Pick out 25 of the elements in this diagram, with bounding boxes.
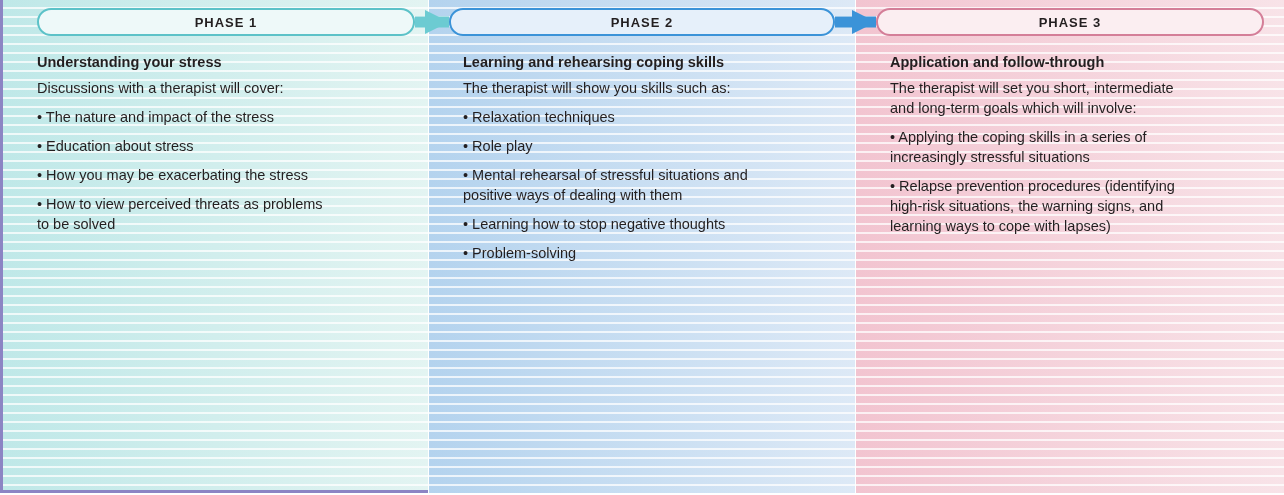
phase-label-pill: PHASE 2: [449, 8, 835, 36]
intro-text: The therapist will set you short, intermediate and long-term goals which will involve:: [890, 79, 1175, 118]
bullet-item: • Relapse prevention procedures (identifying high-risk situations, the warning signs, and learning ways to cope with lapses): [890, 177, 1176, 236]
bullet-item: • Role play: [463, 137, 534, 156]
section-heading: Application and follow-through: [890, 53, 1106, 72]
bullet-item: • Learning how to stop negative thoughts: [463, 215, 727, 234]
bullet-item: • Mental rehearsal of stressful situations and positive ways of dealing with them: [463, 166, 749, 205]
phase-label-pill: PHASE 3: [876, 8, 1264, 36]
arrow: [415, 9, 449, 35]
intro-text: The therapist will show you skills such as:: [463, 79, 732, 98]
bullet-item: • Relaxation techniques: [463, 108, 616, 127]
phase-panel: [0, 0, 428, 493]
section-heading: Understanding your stress: [37, 53, 223, 72]
phase-panel: [856, 0, 1284, 493]
bullet-item: • Problem-solving: [463, 244, 578, 263]
bullet-item: • The nature and impact of the stress: [37, 108, 275, 127]
phase-panel: [429, 0, 855, 493]
bullet-item: • Education about stress: [37, 137, 195, 156]
bullet-item: • Applying the coping skills in a series of increasingly stressful situations: [890, 128, 1148, 167]
intro-text: Discussions with a therapist will cover:: [37, 79, 285, 98]
bullet-item: • How you may be exacerbating the stress: [37, 166, 310, 185]
bullet-item: • How to view perceived threats as problems to be solved: [37, 195, 324, 234]
phase-label-pill: PHASE 1: [37, 8, 415, 36]
section-heading: Learning and rehearsing coping skills: [463, 53, 726, 72]
arrow: [835, 9, 876, 35]
